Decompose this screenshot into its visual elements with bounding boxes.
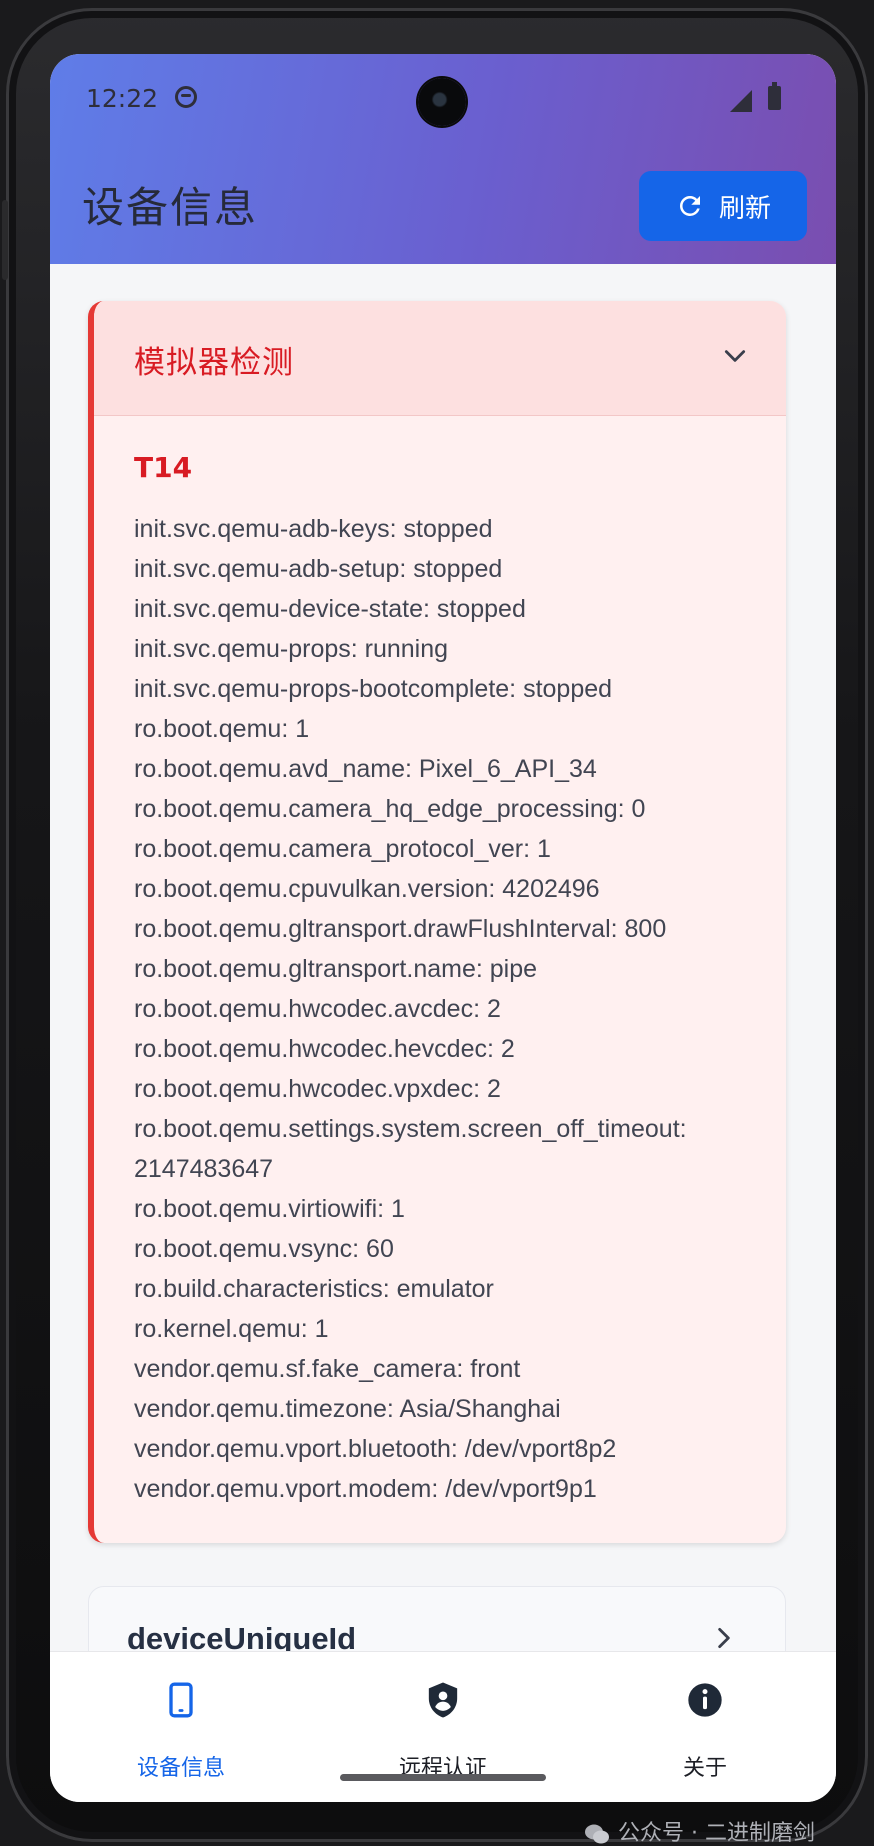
signal-icon — [730, 90, 752, 112]
property-row: ro.boot.qemu.gltransport.drawFlushInterv… — [134, 915, 667, 943]
property-row: init.svc.qemu-device-state: stopped — [134, 595, 526, 623]
chevron-down-icon — [724, 350, 746, 362]
phone-icon — [169, 1682, 193, 1718]
property-row: ro.boot.qemu.hwcodec.avcdec: 2 — [134, 995, 501, 1023]
info-icon — [688, 1683, 722, 1717]
refresh-button[interactable]: 刷新 — [639, 171, 807, 241]
property-row: vendor.qemu.timezone: Asia/Shanghai — [134, 1395, 561, 1423]
property-row: ro.boot.qemu.hwcodec.hevcdec: 2 — [134, 1035, 515, 1063]
property-row: ro.boot.qemu.hwcodec.vpxdec: 2 — [134, 1075, 501, 1103]
property-row: init.svc.qemu-adb-keys: stopped — [134, 515, 493, 543]
device-unique-id-title: deviceUniqueId — [127, 1621, 357, 1656]
property-row: ro.boot.qemu.vsync: 60 — [134, 1235, 394, 1263]
app-header: 12:22 设备信息 刷新 — [50, 54, 836, 264]
property-row: ro.boot.qemu.cpuvulkan.version: 4202496 — [134, 875, 600, 903]
wechat-icon — [585, 1824, 609, 1844]
emulator-card-subtitle: T14 — [134, 451, 193, 484]
screen: 12:22 设备信息 刷新 模拟器检测 T14 init.svc.qemu-ad… — [50, 54, 836, 1802]
property-row: ro.build.characteristics: emulator — [134, 1275, 494, 1303]
property-row: vendor.qemu.vport.bluetooth: /dev/vport8… — [134, 1435, 617, 1463]
volume-button — [2, 200, 8, 280]
property-row: ro.boot.qemu.camera_protocol_ver: 1 — [134, 835, 551, 863]
notification-icon — [175, 86, 197, 108]
property-row: vendor.qemu.sf.fake_camera: front — [134, 1355, 521, 1383]
property-row: vendor.qemu.vport.modem: /dev/vport9p1 — [134, 1475, 597, 1503]
watermark: 公众号 · 二进制磨剑 — [584, 1822, 815, 1846]
watermark-text: 公众号 · 二进制磨剑 — [618, 1821, 815, 1846]
property-row: init.svc.qemu-adb-setup: stopped — [134, 555, 503, 583]
property-row: ro.boot.qemu.camera_hq_edge_processing: … — [134, 795, 646, 823]
property-list: init.svc.qemu-adb-keys: stopped init.svc.… — [134, 509, 774, 1509]
refresh-label: 刷新 — [718, 193, 771, 224]
property-row: ro.boot.qemu.avd_name: Pixel_6_API_34 — [134, 755, 597, 783]
emulator-detection-card: 模拟器检测 T14 init.svc.qemu-adb-keys: stoppe… — [88, 301, 786, 1543]
property-row: init.svc.qemu-props-bootcomplete: stoppe… — [134, 675, 613, 703]
shield-user-icon — [428, 1682, 458, 1718]
property-row: ro.boot.qemu.virtiowifi: 1 — [134, 1195, 405, 1223]
nav-label: 关于 — [682, 1756, 727, 1781]
nav-device-info[interactable]: 设备信息 — [50, 1652, 312, 1802]
property-row: init.svc.qemu-props: running — [134, 635, 449, 663]
property-row: ro.kernel.qemu: 1 — [134, 1315, 329, 1343]
home-indicator[interactable] — [340, 1774, 546, 1781]
emulator-card-header[interactable]: 模拟器检测 — [94, 301, 786, 416]
camera-cutout — [418, 78, 466, 126]
nav-about[interactable]: 关于 — [574, 1652, 836, 1802]
property-row: ro.boot.qemu.settings.system.screen_off_… — [134, 1115, 687, 1143]
chevron-right-icon — [718, 1627, 730, 1649]
refresh-icon — [679, 196, 700, 216]
status-time: 12:22 — [86, 84, 159, 113]
page-title: 设备信息 — [82, 183, 259, 232]
emulator-card-title: 模拟器检测 — [134, 345, 294, 381]
property-row: 2147483647 — [134, 1155, 274, 1183]
nav-label: 设备信息 — [136, 1756, 225, 1781]
property-row: ro.boot.qemu.gltransport.name: pipe — [134, 955, 538, 983]
battery-icon — [768, 82, 781, 110]
content-scroll[interactable]: 模拟器检测 T14 init.svc.qemu-adb-keys: stoppe… — [50, 264, 836, 1702]
property-row: ro.boot.qemu: 1 — [134, 715, 310, 743]
